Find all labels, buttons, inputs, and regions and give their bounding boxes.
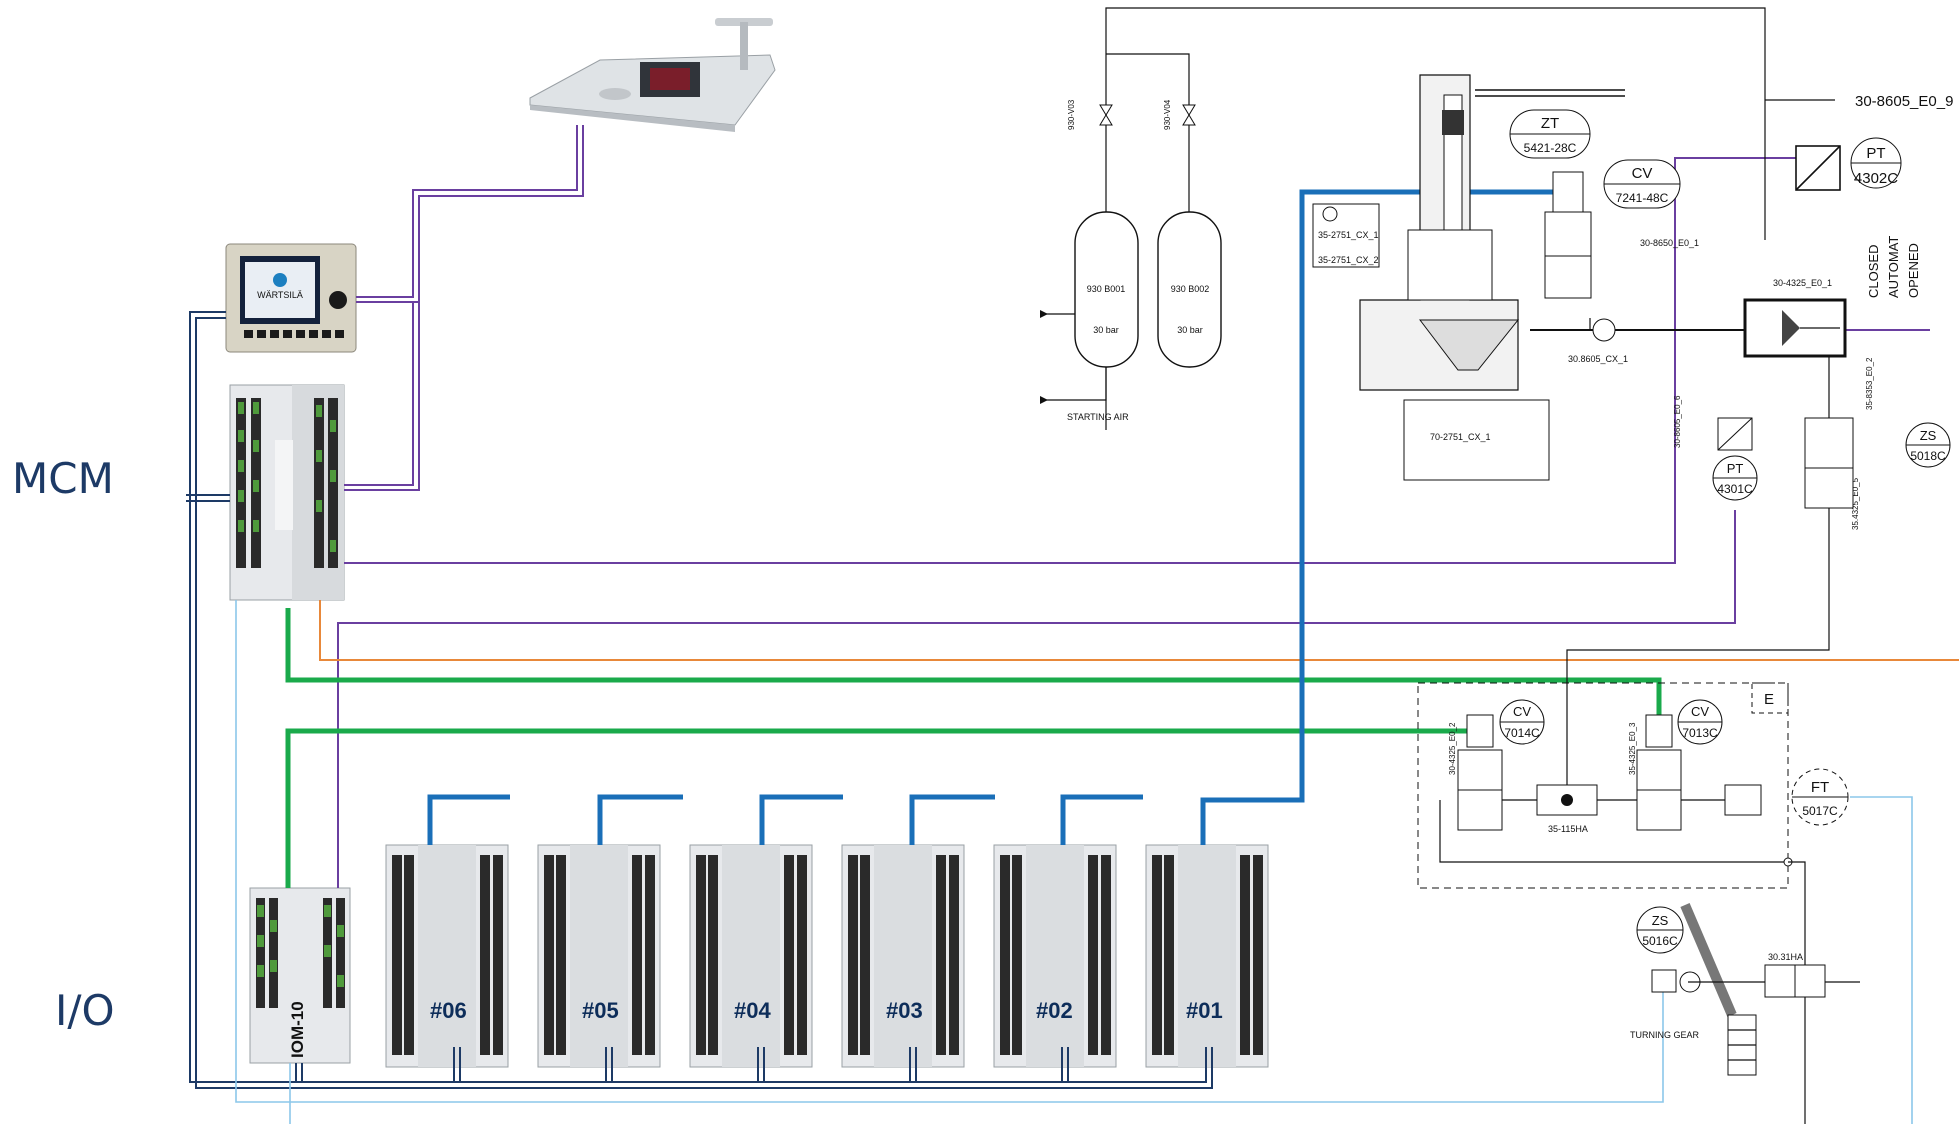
tag-top-right: 30-8605_E0_9	[1855, 93, 1953, 110]
ft-type: FT	[1811, 779, 1829, 796]
ft-id: 5017C	[1802, 804, 1838, 818]
io-module-number: #03	[886, 998, 923, 1023]
tag-cx1: 35-2751_CX_1	[1318, 230, 1379, 240]
instrument-zt: ZT 5421-28C	[1510, 110, 1590, 158]
valve-930-v03: 930-V03	[1067, 99, 1076, 130]
vessel-2-id: 930 B002	[1171, 284, 1210, 294]
tag-4325e02: 30-4325_E0_2	[1448, 722, 1457, 775]
cv-right-type: CV	[1691, 704, 1709, 719]
io-module-01: #01	[1146, 845, 1268, 1067]
starting-air-label: STARTING AIR	[1067, 412, 1129, 422]
io-module-number: #05	[582, 998, 619, 1023]
pilot-valve	[1805, 356, 1853, 548]
shuttle-valve: 35-115HA	[1537, 785, 1597, 834]
tag-8650: 30-8650_E0_1	[1640, 238, 1699, 248]
state-opened: OPENED	[1906, 243, 1921, 298]
control-panel-image	[530, 18, 775, 132]
io-module-02: #02	[994, 845, 1116, 1067]
vessel-1-id: 930 B001	[1087, 284, 1126, 294]
tag-8353: 35-8353_E0_2	[1865, 357, 1874, 410]
cv-left-id: 7014C	[1504, 726, 1540, 740]
iom-10-module: IOM-10	[250, 888, 350, 1063]
io-module-06: #06	[386, 845, 508, 1067]
pt-mid-id: 4301C	[1717, 482, 1753, 496]
cv-left-type: CV	[1513, 704, 1531, 719]
io-modules: #06 #05 #04 #03 #02	[386, 845, 1268, 1067]
mcm-module	[230, 385, 344, 600]
instrument-cv-top: CV 7241-48C	[1604, 160, 1680, 208]
state-closed: CLOSED	[1866, 245, 1881, 298]
box-e-label: E	[1764, 691, 1774, 708]
cv-top-type: CV	[1632, 165, 1653, 182]
cv-top-id: 7241-48C	[1616, 191, 1669, 205]
turning-gear-label: TURNING GEAR	[1630, 1030, 1700, 1040]
ip-transducer-top	[1796, 146, 1840, 190]
vessel-1-pressure: 30 bar	[1093, 325, 1119, 335]
tag-4325e03: 35-4325_E0_3	[1628, 722, 1637, 775]
iom-label: IOM-10	[288, 1001, 307, 1058]
io-module-number: #06	[430, 998, 467, 1023]
solenoid-valve	[1545, 172, 1591, 330]
instrument-pt-mid: PT 4301C	[1713, 456, 1757, 500]
io-label: I/O	[55, 986, 115, 1035]
ip-transducer-mid	[1718, 418, 1752, 450]
zs-bottom-type: ZS	[1652, 913, 1669, 928]
tag-70-2751: 70-2751_CX_1	[1430, 432, 1491, 442]
tag-8605cx: 30.8605_CX_1	[1568, 354, 1628, 364]
cv-right-id: 7013C	[1682, 726, 1718, 740]
tag-115: 35-115HA	[1548, 824, 1588, 834]
pt-mid-type: PT	[1727, 461, 1744, 476]
mcm-label: MCM	[12, 454, 114, 503]
io-module-number: #02	[1036, 998, 1073, 1023]
tag-4325: 30-4325_E0_1	[1773, 278, 1832, 288]
pt-top-id: 4302C	[1854, 170, 1898, 187]
state-automat: AUTOMAT	[1886, 236, 1901, 298]
io-module-05: #05	[538, 845, 660, 1067]
zs-bottom-id: 5016C	[1642, 934, 1678, 948]
valve-30-31ha: 30.31HA	[1765, 952, 1825, 997]
instrument-zs-right: ZS 5018C	[1906, 423, 1950, 467]
tag-8605e06: 30-8605_E0_6	[1673, 395, 1682, 448]
zs-right-type: ZS	[1920, 428, 1937, 443]
instrument-pt-top: PT 4302C	[1851, 138, 1901, 188]
io-module-04: #04	[690, 845, 812, 1067]
tag-cx2: 35-2751_CX_2	[1318, 255, 1379, 265]
display-brand: WÄRTSILÄ	[257, 290, 303, 300]
valve-930-v04: 930-V04	[1163, 99, 1172, 130]
signal-line-orange	[320, 600, 1959, 660]
local-display-unit: WÄRTSILÄ	[226, 244, 356, 352]
vessel-2-pressure: 30 bar	[1177, 325, 1203, 335]
pt-top-type: PT	[1866, 145, 1885, 162]
can-bus-blue	[430, 192, 1555, 845]
zs-right-id: 5018C	[1910, 449, 1946, 463]
solenoid-7013	[1637, 715, 1681, 830]
instrument-ft: FT 5017C	[1792, 769, 1848, 825]
io-module-number: #01	[1186, 998, 1223, 1023]
tag-31ha: 30.31HA	[1768, 952, 1803, 962]
io-module-03: #03	[842, 845, 964, 1067]
io-module-number: #04	[734, 998, 771, 1023]
zt-id: 5421-28C	[1524, 141, 1577, 155]
instrument-cv-right: CV 7013C	[1678, 700, 1722, 744]
instrument-cv-left: CV 7014C	[1500, 700, 1544, 744]
instrument-zs-bottom: ZS 5016C	[1637, 907, 1683, 953]
zt-type: ZT	[1541, 115, 1559, 132]
air-vessels: 930 B001 30 bar 930 B002 30 bar 930-V03 …	[1040, 99, 1221, 422]
